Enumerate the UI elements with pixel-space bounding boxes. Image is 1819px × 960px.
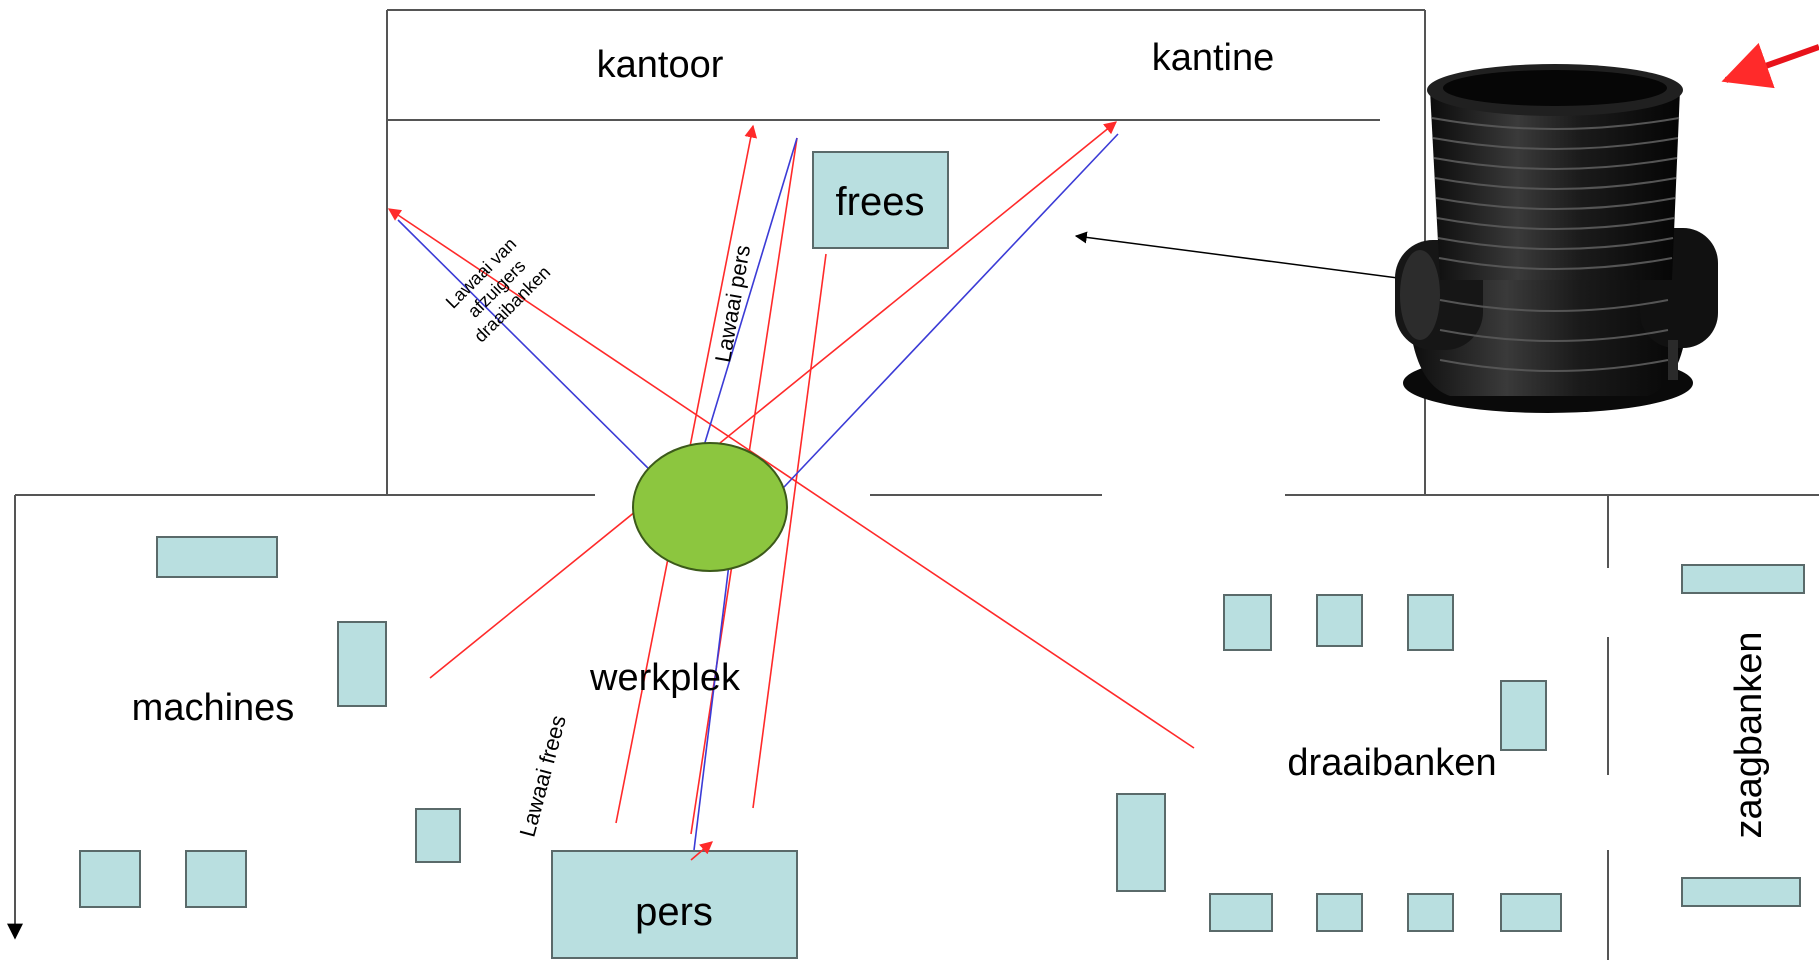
machine-box (415, 808, 461, 863)
reflection-line-left (397, 219, 661, 481)
machines-noise-line (429, 121, 1117, 679)
mill-label: frees (836, 180, 925, 224)
building-walls (7, 9, 1819, 960)
lathe-box (1209, 893, 1273, 932)
press-box (551, 850, 798, 959)
lathe-box (1223, 594, 1272, 651)
mill-box (812, 151, 949, 249)
canteen-label: kantine (1152, 37, 1275, 79)
reflection-line-canteen (767, 133, 1119, 505)
lathe-box (1316, 594, 1363, 647)
mill-noise-line (752, 253, 827, 809)
lathe-box (1407, 893, 1454, 932)
press-noise-tip (690, 841, 713, 861)
absorber-pointer-arrow (1074, 231, 1399, 279)
lathe-box (1500, 893, 1562, 932)
lathes-label: draaibanken (1287, 742, 1496, 784)
lathe-box (1316, 893, 1363, 932)
workstation-label: werkplek (589, 657, 741, 699)
machine-box (79, 850, 141, 908)
highlight-arrow (1721, 42, 1819, 89)
reflection-line-press (687, 137, 798, 494)
machine-box (185, 850, 247, 908)
sound-absorber-icon (1395, 64, 1718, 413)
workstation-ellipse (632, 442, 788, 572)
machine-box (337, 621, 387, 707)
machine-boxes (79, 151, 1805, 959)
press-noise-label: Lawaai pers (710, 243, 755, 364)
lathe-box (1116, 793, 1166, 892)
press-label: pers (635, 890, 713, 934)
mill-noise-label: Lawaai frees (515, 713, 571, 840)
saws-label: zaagbanken (1728, 631, 1770, 838)
office-label: kantoor (597, 44, 724, 86)
lathe-box (1500, 680, 1547, 751)
machines-label: machines (132, 687, 295, 729)
machine-box (156, 536, 278, 578)
saw-box (1681, 877, 1801, 907)
saw-box (1681, 564, 1805, 594)
extractor-noise-label: Lawaai van afzuigers draaibanken (442, 234, 554, 346)
lathe-box (1407, 594, 1454, 651)
